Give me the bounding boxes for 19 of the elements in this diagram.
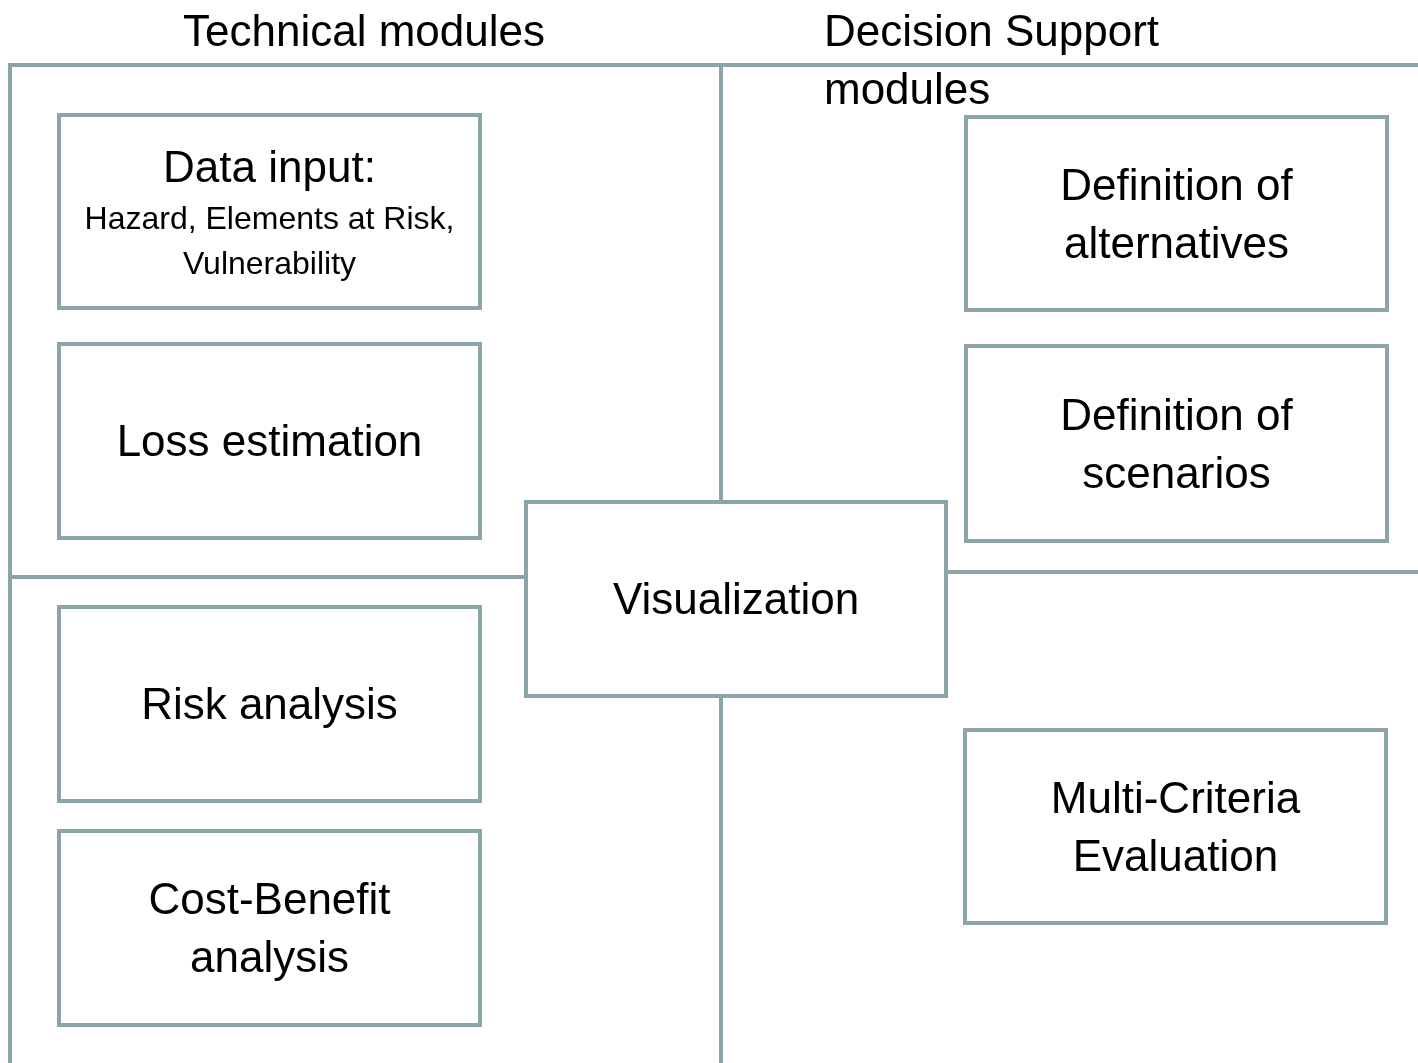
module-detail: Hazard, Elements at Risk, Vulnerability	[83, 198, 456, 283]
module-title: Definition of alternatives	[1059, 158, 1294, 269]
module-box	[57, 113, 482, 310]
module-box	[964, 115, 1389, 312]
module-box	[57, 829, 482, 1027]
module-box	[57, 605, 482, 803]
module-title: Cost-Benefit analysis	[147, 873, 392, 983]
module-box	[964, 344, 1389, 543]
module-title: Multi-Criteria Evaluation	[1049, 771, 1302, 882]
module-title: Loss estimation	[116, 415, 423, 467]
module-title: Data input:	[163, 140, 376, 193]
module-box	[524, 500, 948, 698]
module-box	[963, 728, 1388, 925]
section-heading: Decision Support modules	[824, 5, 1161, 115]
module-title: Visualization	[612, 573, 860, 625]
module-title: Definition of scenarios	[1059, 388, 1294, 499]
module-box	[57, 342, 482, 540]
module-title: Risk analysis	[141, 678, 398, 730]
section-heading: Technical modules	[183, 5, 546, 57]
